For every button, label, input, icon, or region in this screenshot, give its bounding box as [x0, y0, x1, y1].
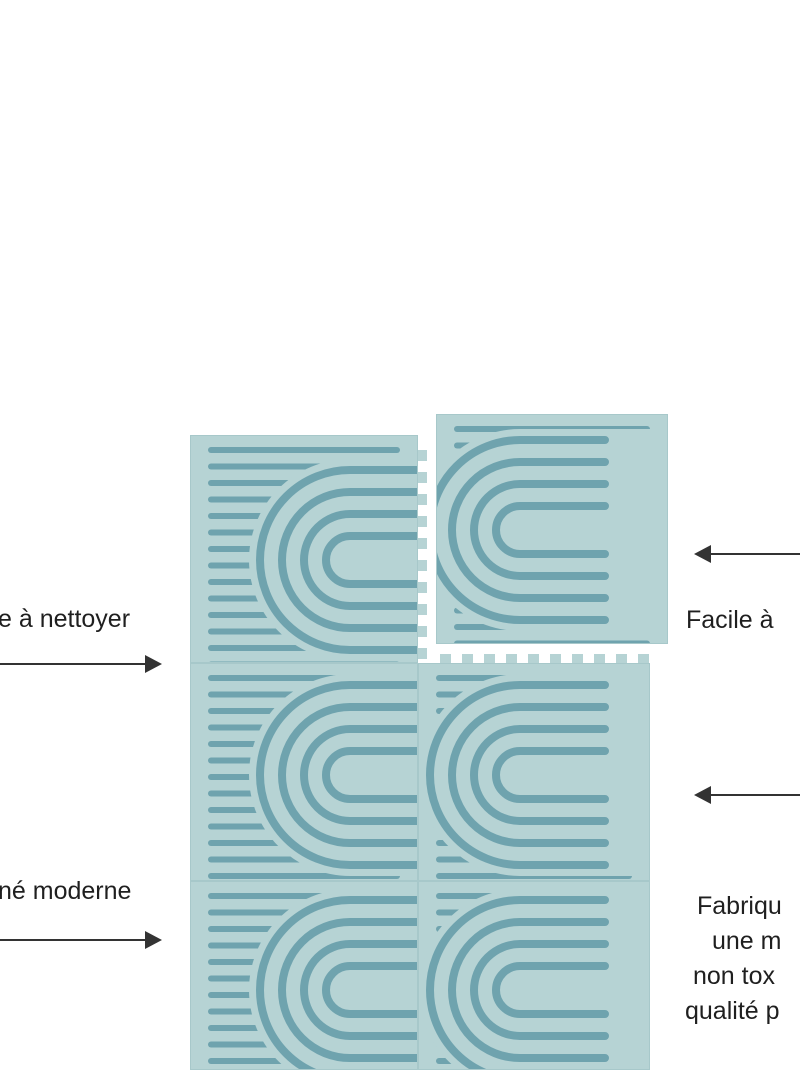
feature-label-material-line-1: Fabriqu [697, 892, 782, 920]
mat-tooth [418, 604, 427, 615]
feature-label-material-line-4: qualité p [685, 997, 780, 1025]
mat-tile [190, 881, 418, 1070]
arrow-left-icon [694, 785, 800, 805]
mat-tooth [418, 626, 427, 637]
feature-label-material-line-3: non tox [693, 962, 776, 990]
mat-tooth [528, 654, 539, 663]
mat-tooth [616, 654, 627, 663]
mat-tile [436, 414, 668, 644]
feature-label-material-line-2: une m [712, 927, 782, 955]
mat-tooth [418, 516, 427, 527]
mat-tile [190, 435, 418, 663]
mat-tooth [506, 654, 517, 663]
mat-tooth [484, 654, 495, 663]
mat-tooth [418, 648, 427, 659]
mat-tooth [550, 654, 561, 663]
feature-label-modern-design: né moderne [0, 877, 132, 905]
mat-tile [190, 663, 418, 881]
mat-tooth [418, 450, 427, 461]
feature-label-easy-assemble: Facile à [686, 606, 774, 634]
feature-label-easy-clean: e à nettoyer [0, 605, 131, 633]
mat-tooth [418, 494, 427, 505]
mat-tooth [638, 654, 649, 663]
arrow-left-icon [694, 544, 800, 564]
mat-tooth [462, 654, 473, 663]
mat-tooth [418, 560, 427, 571]
mat-tile [418, 881, 650, 1070]
mat-tooth [572, 654, 583, 663]
mat-tooth [418, 472, 427, 483]
mat-tooth [418, 538, 427, 549]
mat-tooth [440, 654, 451, 663]
mat-tile [418, 663, 650, 881]
arrow-right-icon [0, 654, 162, 674]
arrow-right-icon [0, 930, 162, 950]
mat-tooth [418, 582, 427, 593]
mat-tooth [594, 654, 605, 663]
